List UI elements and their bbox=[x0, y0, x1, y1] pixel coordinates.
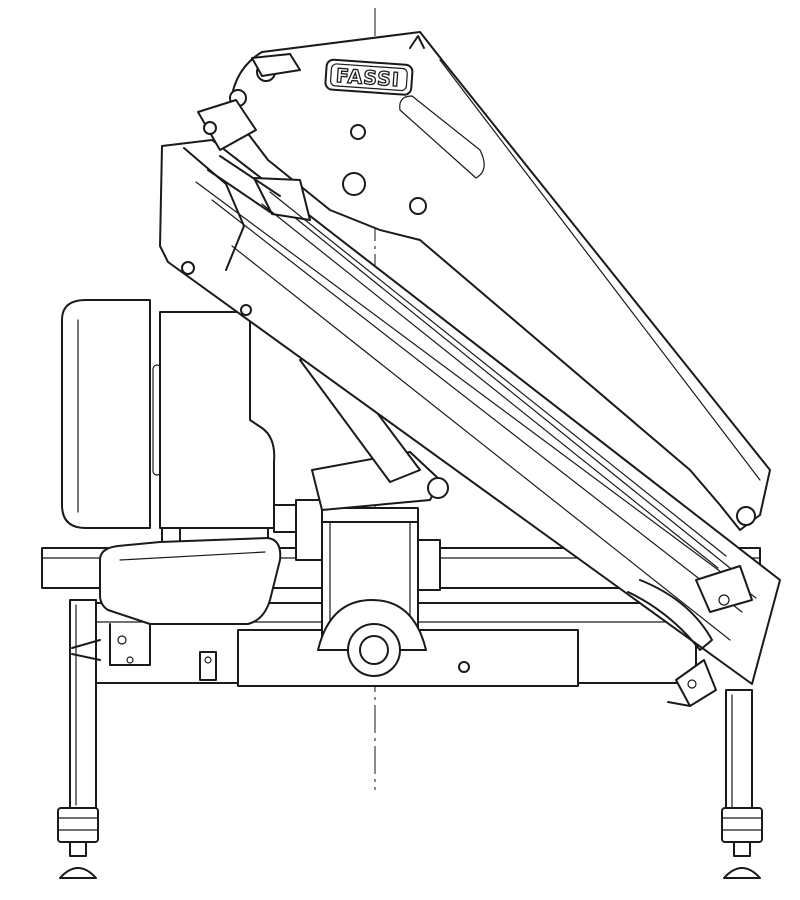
extension-cylinder bbox=[261, 191, 753, 613]
right-stabilizer-leg bbox=[721, 689, 763, 879]
inner-boom bbox=[229, 31, 771, 531]
outer-boom bbox=[159, 139, 781, 685]
oil-tank bbox=[61, 299, 301, 546]
control-lever-housing bbox=[71, 537, 282, 666]
left-stabilizer-leg bbox=[57, 599, 99, 879]
boom-linkage bbox=[197, 99, 311, 221]
boom-rest-bracket bbox=[667, 659, 717, 707]
slewing-column bbox=[295, 499, 441, 677]
lift-cylinder bbox=[299, 349, 449, 511]
fassi-logo-text: FASSI bbox=[335, 65, 400, 91]
fassi-logo: FASSI bbox=[324, 58, 414, 96]
